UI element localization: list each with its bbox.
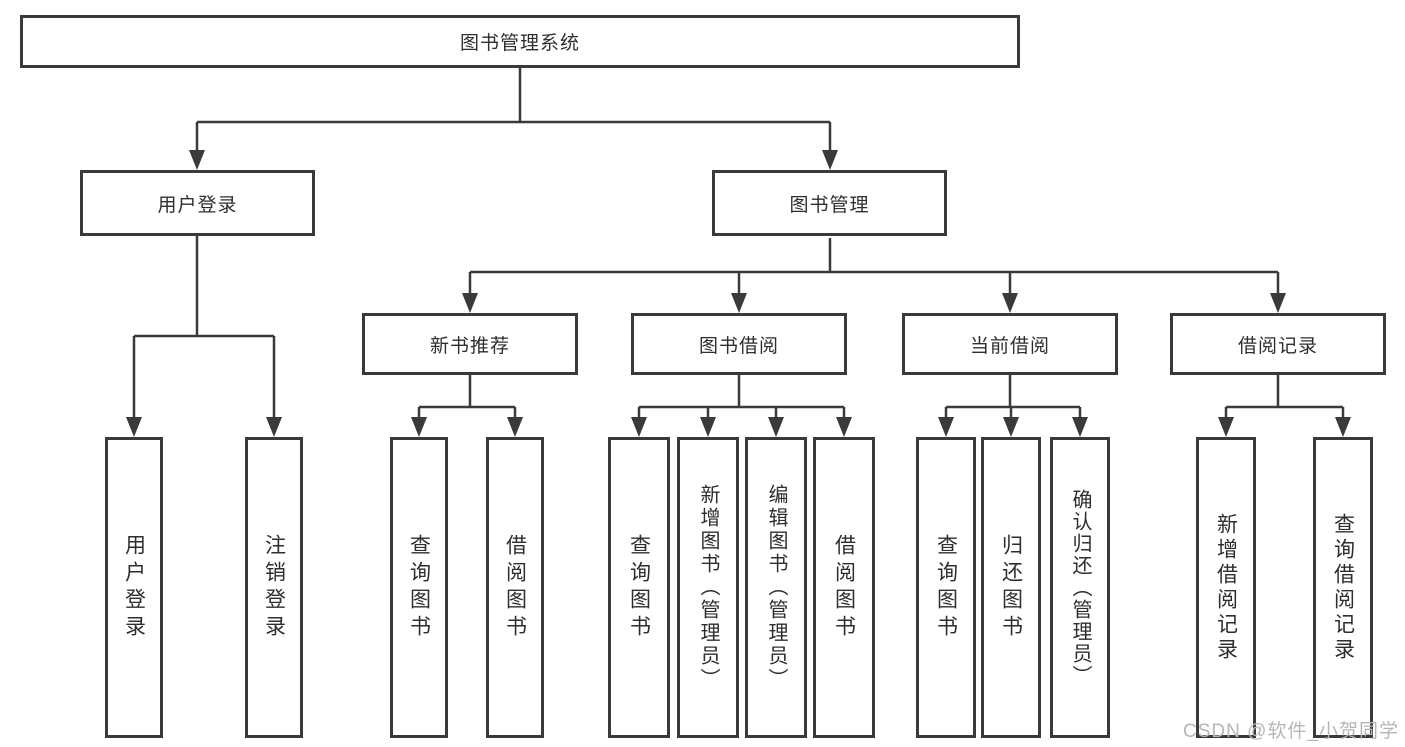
leaf-nbr-query-books: 查询图书 (390, 437, 448, 738)
leaf-br-query-borrow-record: 查询借阅记录 (1313, 437, 1373, 738)
node-label: 新增图书（管理员） (697, 484, 719, 691)
node-label: 新书推荐 (429, 335, 510, 357)
leaf-cb-query-books: 查询图书 (916, 437, 976, 738)
node-new-book-recommend: 新书推荐 (362, 313, 578, 375)
node-current-borrowing: 当前借阅 (902, 313, 1118, 375)
leaf-bb-query-books: 查询图书 (608, 437, 670, 738)
node-label: 查询图书 (934, 533, 958, 642)
node-label: 借阅图书 (503, 533, 527, 642)
node-label: 借阅图书 (832, 533, 856, 642)
node-label: 确认归还（管理员） (1069, 488, 1091, 687)
connector-userlogin-to-leaves (132, 235, 276, 420)
node-book-borrowing: 图书借阅 (631, 313, 847, 375)
node-label: 查询图书 (627, 533, 651, 642)
node-label: 查询借阅记录 (1331, 512, 1355, 663)
node-label: 用户登录 (122, 533, 146, 642)
node-label: 查询图书 (407, 533, 431, 642)
leaf-user-login: 用户登录 (105, 437, 163, 738)
arrowheads (126, 150, 1351, 437)
leaf-nbr-borrow-books: 借阅图书 (486, 437, 544, 738)
leaf-logout-login: 注销登录 (245, 437, 303, 738)
node-library-management-system: 图书管理系统 (20, 15, 1020, 68)
leaf-bb-add-books-admin: 新增图书（管理员） (677, 437, 739, 738)
csdn-watermark: CSDN @软件_小贺同学 (1183, 721, 1399, 742)
connector-newbook-to-leaves (417, 375, 517, 420)
node-label: 注销登录 (262, 533, 286, 642)
node-label: 当前借阅 (969, 335, 1050, 357)
node-label: 归还图书 (999, 533, 1023, 642)
leaf-br-add-borrow-record: 新增借阅记录 (1196, 437, 1256, 738)
node-label: 编辑图书（管理员） (765, 484, 787, 691)
node-label: 图书借阅 (698, 335, 779, 357)
node-label: 借阅记录 (1237, 335, 1318, 357)
node-label: 图书管理系统 (459, 33, 580, 54)
connector-root-to-level2 (195, 68, 832, 152)
node-label: 用户登录 (157, 194, 238, 216)
connector-bookborrow-to-leaves (637, 375, 846, 420)
node-borrowing-records: 借阅记录 (1170, 313, 1386, 375)
leaf-cb-confirm-return-admin: 确认归还（管理员） (1050, 437, 1110, 738)
leaf-bb-borrow-books: 借阅图书 (813, 437, 875, 738)
connector-records-to-leaves (1224, 375, 1345, 420)
node-label: 新增借阅记录 (1214, 512, 1238, 663)
node-book-management: 图书管理 (712, 170, 947, 236)
leaf-cb-return-books: 归还图书 (981, 437, 1041, 738)
node-user-login-branch: 用户登录 (80, 170, 315, 236)
connector-currentborrow-to-leaves (944, 375, 1082, 420)
connector-bookmgmt-to-level3 (468, 238, 1280, 296)
node-label: 图书管理 (789, 194, 870, 216)
leaf-bb-edit-books-admin: 编辑图书（管理员） (745, 437, 807, 738)
